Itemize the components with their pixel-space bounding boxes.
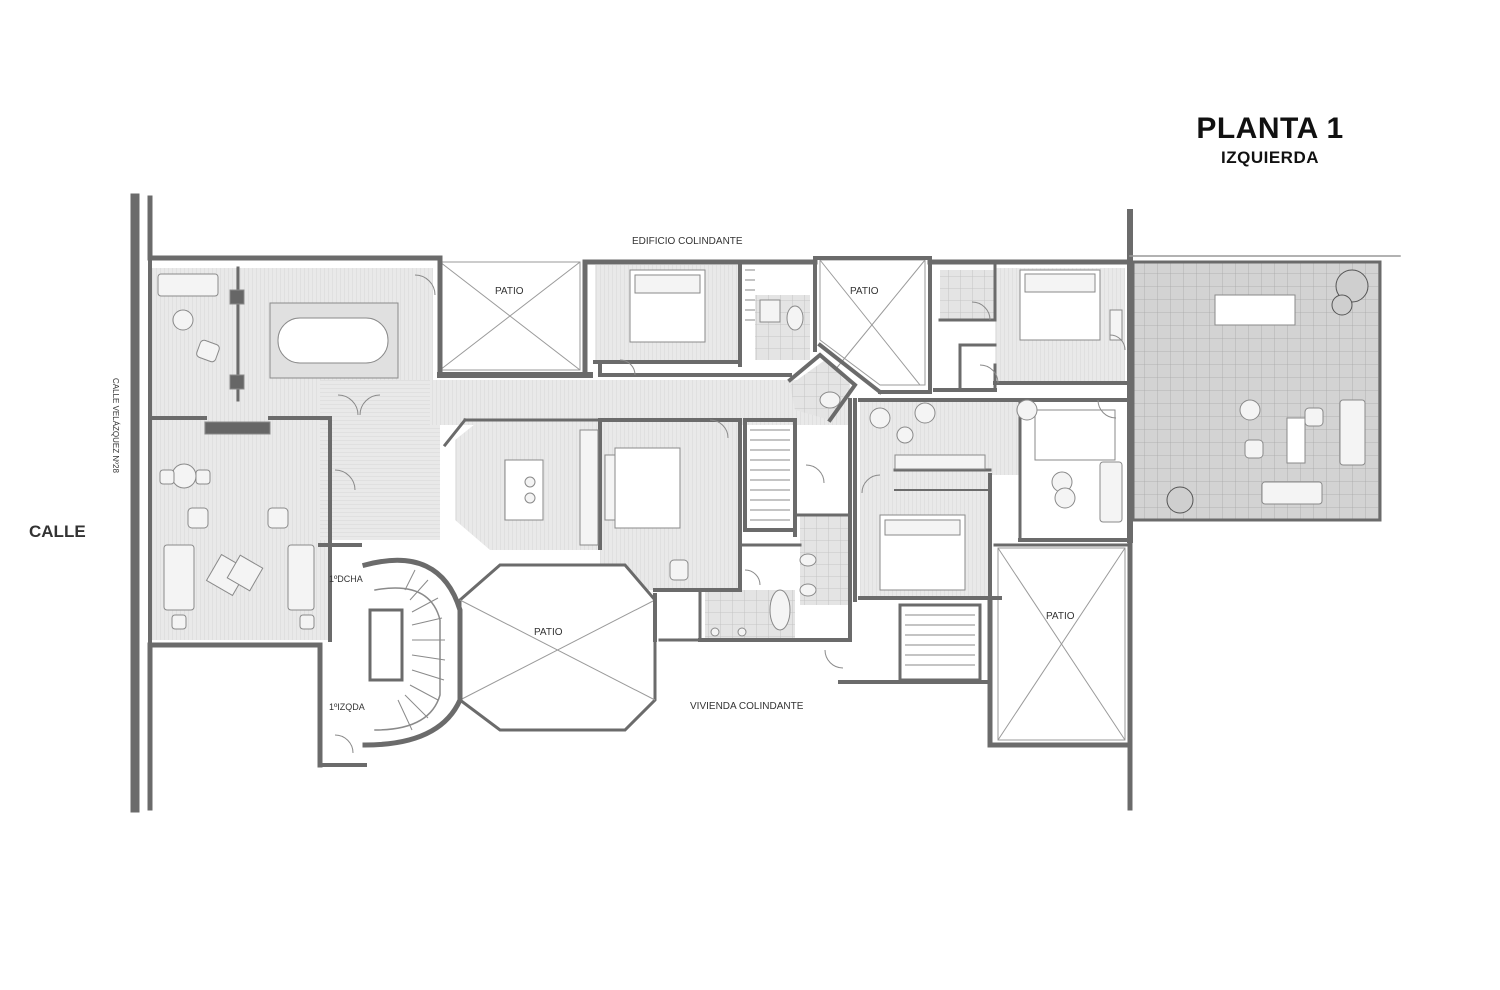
stair-treads — [397, 269, 975, 731]
label-edificio-colindante: EDIFICIO COLINDANTE — [632, 236, 743, 247]
label-patio-4: PATIO — [1046, 611, 1075, 622]
furniture — [157, 269, 1369, 637]
label-patio-3: PATIO — [534, 627, 563, 638]
plan-subtitle: IZQUIERDA — [1221, 148, 1319, 167]
label-calle-velazquez: CALLE VELÁZQUEZ Nº28 — [111, 378, 120, 474]
patios — [439, 259, 1126, 741]
plan-labels: CALLE CALLE VELÁZQUEZ Nº28 EDIFICIO COLI… — [29, 236, 1075, 712]
label-1-dcha: 1ºDCHA — [329, 574, 363, 584]
label-vivienda-colindante: VIVIENDA COLINDANTE — [690, 701, 804, 712]
doors — [334, 274, 1126, 754]
label-patio-1: PATIO — [495, 286, 524, 297]
label-patio-2: PATIO — [850, 286, 879, 297]
plan-title: PLANTA 1 — [1196, 112, 1344, 145]
label-calle: CALLE — [29, 522, 86, 541]
label-1-izqda: 1ºIZQDA — [329, 702, 365, 712]
plan-title-block: PLANTA 1 IZQUIERDA — [1150, 112, 1390, 168]
